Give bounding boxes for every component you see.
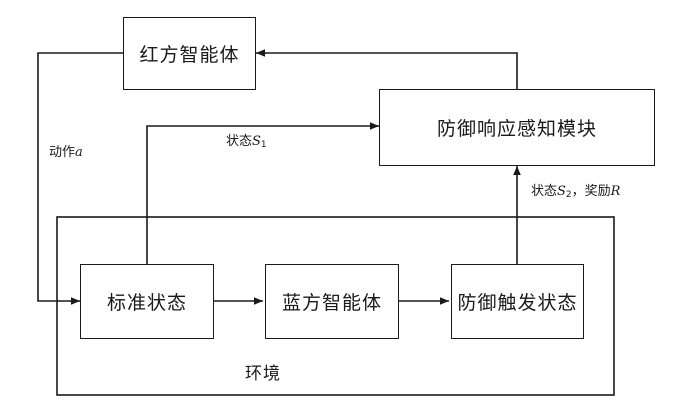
- red-agent-node: 红方智能体: [123, 17, 256, 90]
- arrow-feedback: [256, 49, 518, 89]
- state2-reward-label: 状态S2，奖励R: [531, 184, 621, 200]
- arrow-state1: [146, 122, 379, 264]
- defense-trigger-state-node: 防御触发状态: [451, 264, 584, 339]
- standard-state-node: 标准状态: [80, 264, 214, 339]
- defense-response-module-node: 防御响应感知模块: [379, 89, 655, 166]
- environment-label: 环境: [245, 364, 281, 384]
- arrow-action: [37, 52, 123, 305]
- state1-label: 状态S1: [226, 134, 267, 150]
- blue-agent-node: 蓝方智能体: [265, 264, 399, 339]
- environment-frame: [56, 216, 615, 396]
- action-label: 动作a: [49, 145, 83, 160]
